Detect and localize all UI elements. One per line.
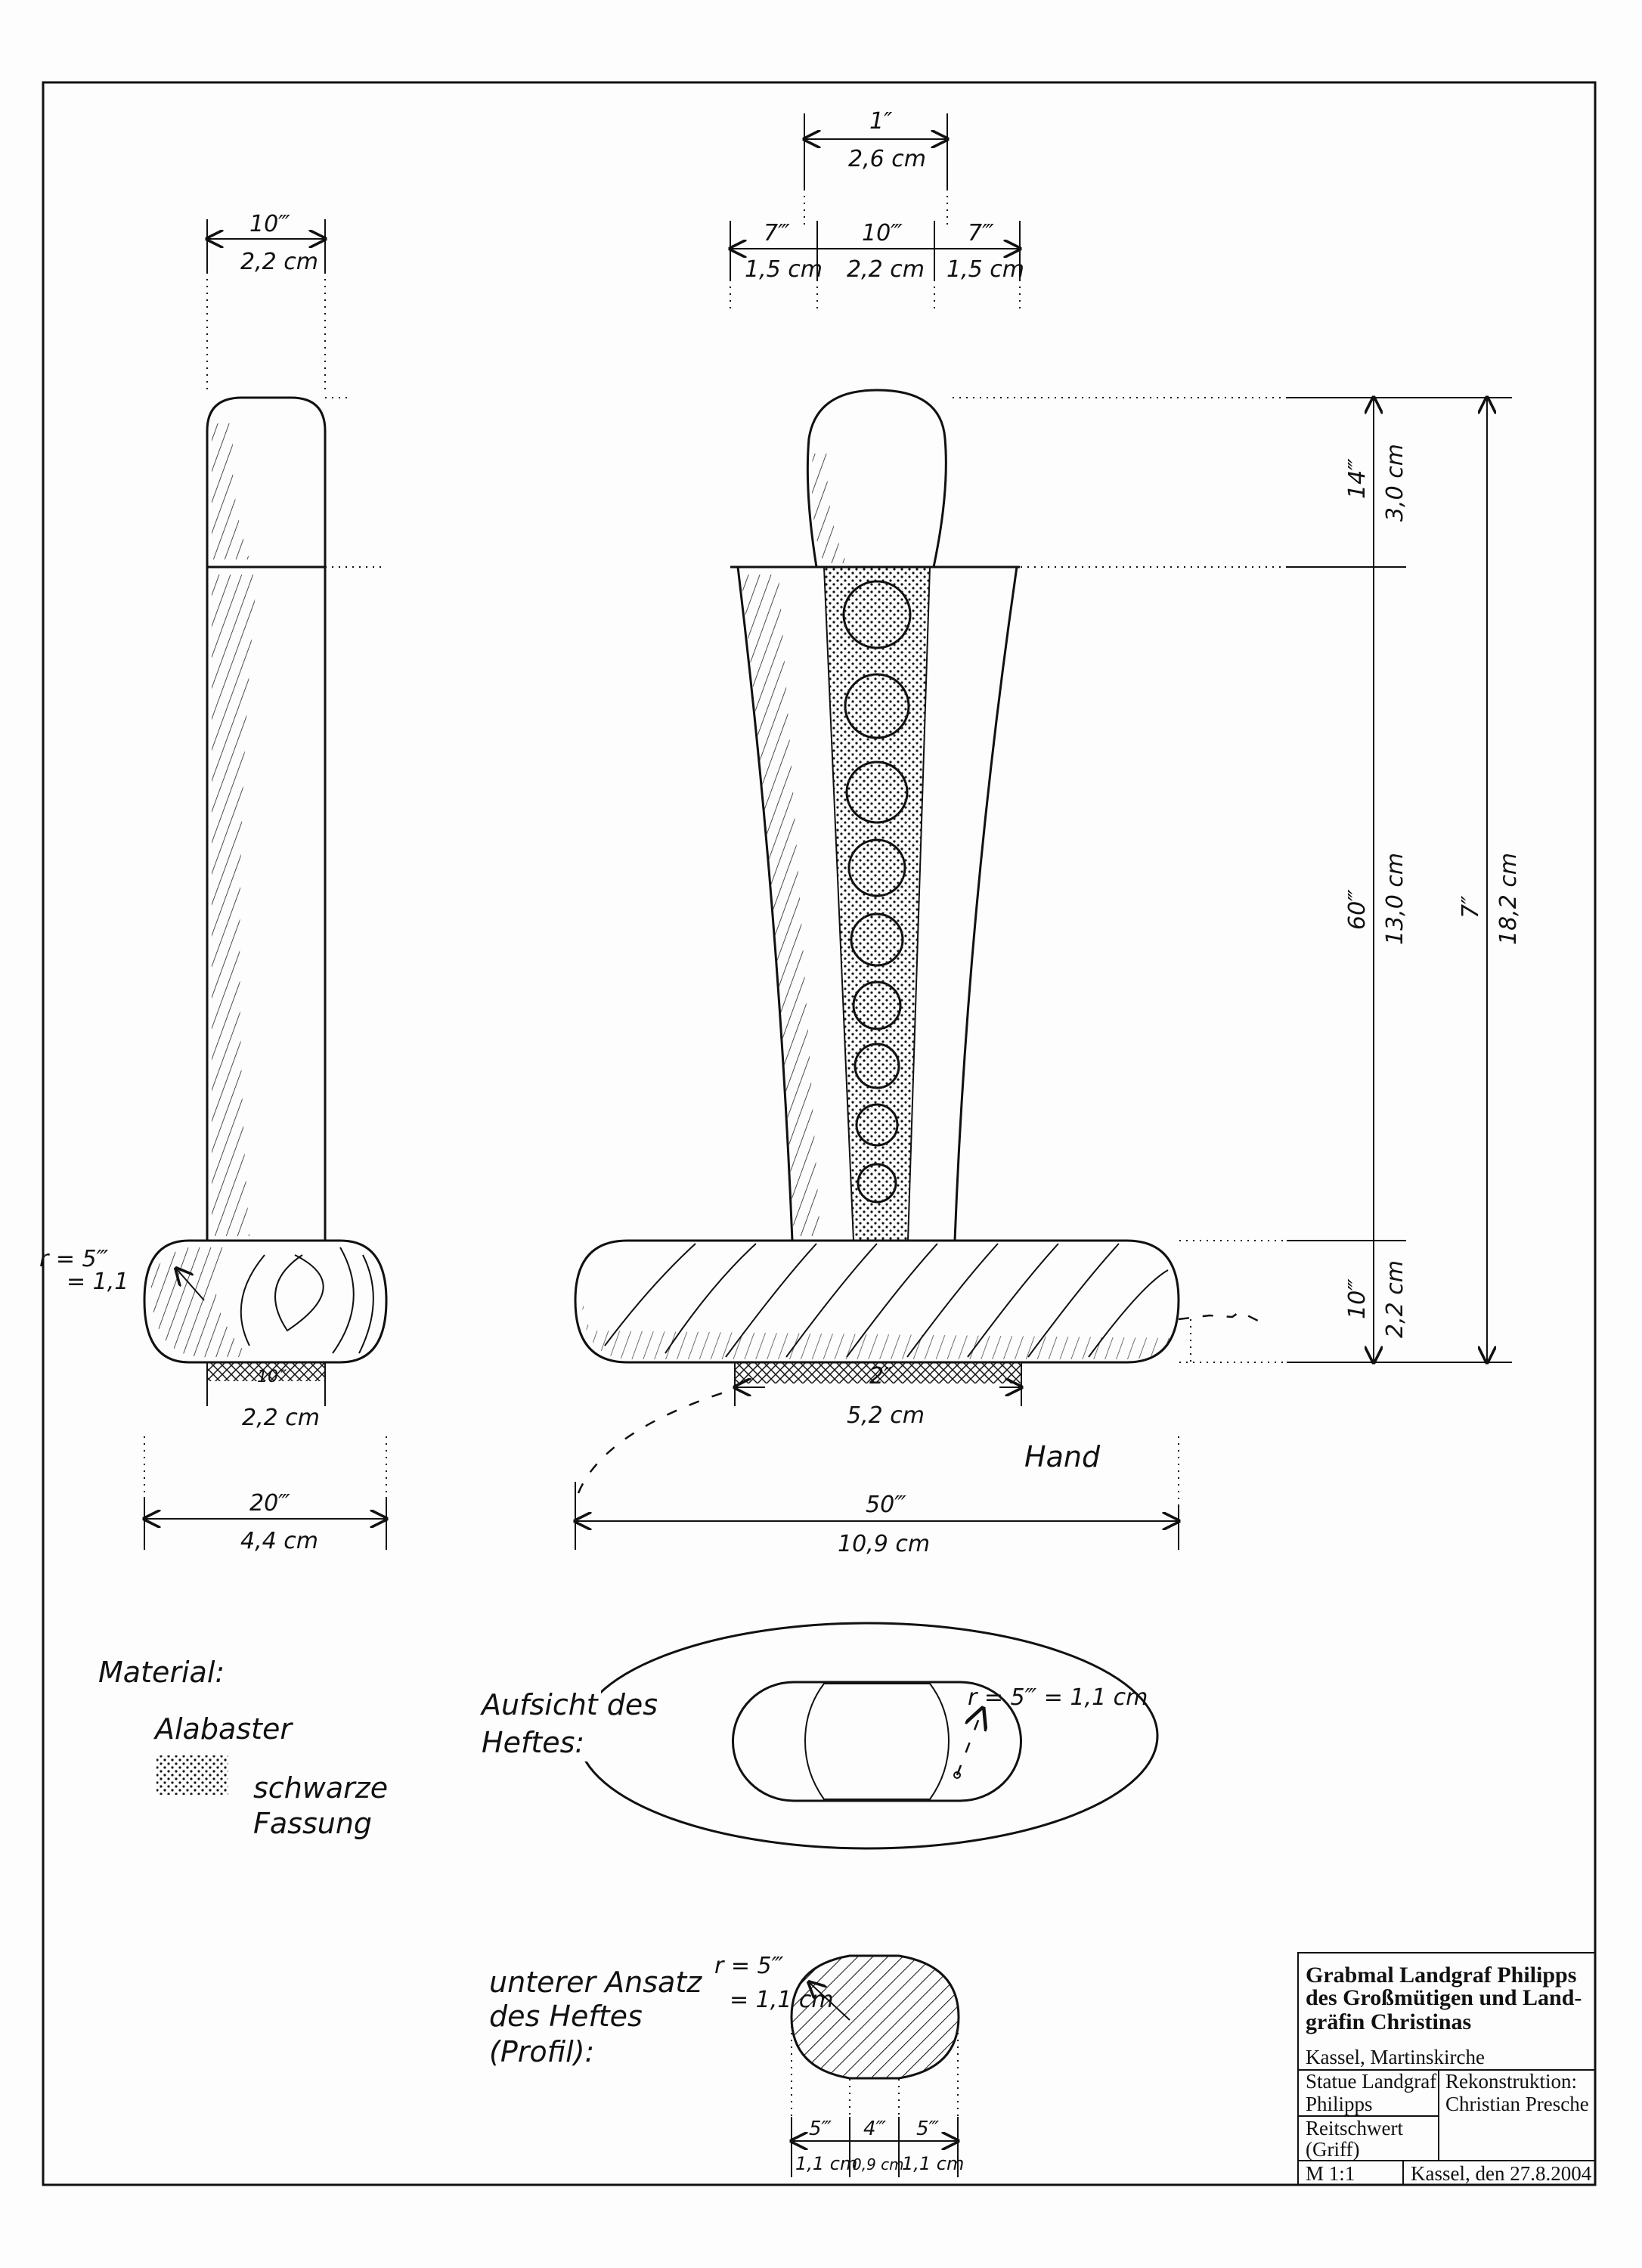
grip-left-inch: 7‴ (764, 220, 790, 246)
author-name: Christian Presche (1445, 2093, 1589, 2115)
object-line-1: Statue Landgraf (1306, 2070, 1436, 2093)
legend-heading: Material: (98, 1656, 225, 1689)
top-view-label-1: Aufsicht des (479, 1688, 658, 1721)
profile-label-2: des Heftes (489, 2000, 643, 2033)
profile-dim-1-cm: 1,1 cm (795, 2153, 857, 2174)
grip-left-cm: 1,5 cm (745, 256, 823, 283)
side-base-inch: 10‴ (257, 1368, 287, 1387)
profile-view: unterer Ansatz des Heftes (Profil): r = … (489, 1953, 964, 2177)
height-dimensions: 14‴ 3,0 cm 60‴ 13,0 cm 10‴ 2,2 cm 7″ 18,… (953, 398, 1522, 1362)
legend-black-line1: schwarze (253, 1771, 388, 1805)
title-location: Kassel, Martinskirche (1306, 2046, 1485, 2068)
front-view: 1″ 2,6 cm 7‴ 1,5 cm 10‴ 2,2 cm 7‴ 1,5 cm… (574, 108, 1263, 1557)
author-label: Rekonstruktion: (1445, 2070, 1577, 2093)
top-view: r = 5‴ = 1,1 cm Aufsicht des Heftes: (465, 1622, 1159, 1850)
guard-outline (577, 1622, 1159, 1850)
pommel-width-inch: 1″ (869, 108, 893, 135)
inlay-circle (842, 580, 912, 649)
side-view: r = 5‴ = 1,1 10‴ 2,2 cm 10‴ 2,2 cm 20‴ 4… (39, 211, 386, 1554)
profile-dim-3-cm: 1,1 cm (902, 2153, 964, 2174)
black-setting-band (823, 566, 931, 1241)
inlay-circle (850, 912, 904, 967)
side-base-cm: 2,2 cm (242, 1405, 320, 1431)
hand-outline (577, 1387, 739, 1494)
side-guard-radius-cm: = 1,1 (67, 1269, 129, 1295)
inlay-circle (857, 1163, 897, 1204)
front-guard (574, 1239, 1180, 1364)
front-guard-cm: 10,9 cm (838, 1531, 930, 1557)
legend-black-line2: Fassung (253, 1807, 372, 1840)
title-line-3: gräfin Christinas (1306, 2009, 1471, 2034)
grip-stadium (731, 1681, 1023, 1802)
hand-label: Hand (1024, 1440, 1101, 1473)
inlay-circle (852, 981, 902, 1030)
total-height-inch: 7″ (1458, 895, 1484, 919)
front-guard-inch: 50‴ (866, 1492, 906, 1518)
grip-right-cm: 1,5 cm (946, 256, 1024, 283)
front-pommel (806, 389, 947, 569)
pommel-height-cm: 3,0 cm (1382, 444, 1408, 522)
inlay-circle (847, 838, 906, 897)
drawing-border (42, 81, 1597, 2186)
pommel-width-cm: 2,6 cm (848, 146, 926, 172)
side-top-cm: 2,2 cm (240, 249, 318, 275)
side-top-inch: 10‴ (249, 211, 290, 237)
grip-height-inch: 60‴ (1344, 889, 1371, 930)
guard-height-cm: 2,2 cm (1382, 1260, 1408, 1338)
side-guard-radius: r = 5‴ (39, 1246, 109, 1272)
profile-dim-2-inch: 4‴ (863, 2118, 887, 2140)
date: Kassel, den 27.8.2004 (1411, 2162, 1592, 2185)
profile-label-3: (Profil): (489, 2035, 594, 2068)
side-pommel (206, 396, 327, 569)
title-line-1: Grabmal Landgraf Philipps (1306, 1963, 1576, 1988)
front-base-inch: 2″ (869, 1363, 893, 1390)
pommel-height-inch: 14‴ (1344, 458, 1371, 499)
title-line-2: des Großmütigen und Land- (1306, 1985, 1582, 2010)
legend-alabaster: Alabaster (153, 1712, 293, 1746)
profile-radius-1: r = 5‴ (714, 1953, 784, 1979)
side-guard (143, 1239, 388, 1364)
profile-label-1: unterer Ansatz (489, 1966, 702, 1999)
profile-section (790, 1954, 960, 2080)
title-block: Grabmal Landgraf Philipps des Großmütige… (1297, 1952, 1596, 2186)
inlay-circle (845, 761, 909, 824)
grip-center-inch: 10‴ (862, 220, 903, 246)
profile-dim-3-inch: 5‴ (916, 2118, 940, 2140)
total-height-cm: 18,2 cm (1495, 853, 1522, 945)
inlay-circles (842, 580, 912, 1204)
grip-height-cm: 13,0 cm (1382, 853, 1408, 945)
inlay-circle (855, 1103, 899, 1147)
profile-dim-2-cm: 0,9 cm (852, 2155, 904, 2174)
black-setting-swatch (156, 1755, 228, 1795)
profile-dim-1-inch: 5‴ (809, 2118, 832, 2140)
front-base-cm: 5,2 cm (847, 1402, 925, 1429)
top-view-radius: r = 5‴ = 1,1 cm (968, 1684, 1148, 1711)
profile-radius-2: = 1,1 cm (730, 1987, 834, 2013)
inlay-circle (844, 673, 910, 739)
grip-center-cm: 2,2 cm (847, 256, 925, 283)
grip-right-inch: 7‴ (968, 220, 994, 246)
inlay-circle (854, 1043, 900, 1089)
part-line-2: (Griff) (1306, 2138, 1359, 2161)
side-guard-inch: 20‴ (249, 1490, 290, 1517)
pommel-outline (804, 1683, 950, 1800)
guard-height-inch: 10‴ (1344, 1278, 1371, 1319)
top-view-label-2: Heftes: (482, 1726, 584, 1759)
material-legend: Material: Alabaster schwarze Fassung (98, 1656, 388, 1840)
side-guard-cm: 4,4 cm (240, 1528, 318, 1554)
object-line-2: Philipps (1306, 2093, 1373, 2115)
scale: M 1:1 (1306, 2162, 1355, 2185)
part-line-1: Reitschwert (1306, 2117, 1403, 2139)
